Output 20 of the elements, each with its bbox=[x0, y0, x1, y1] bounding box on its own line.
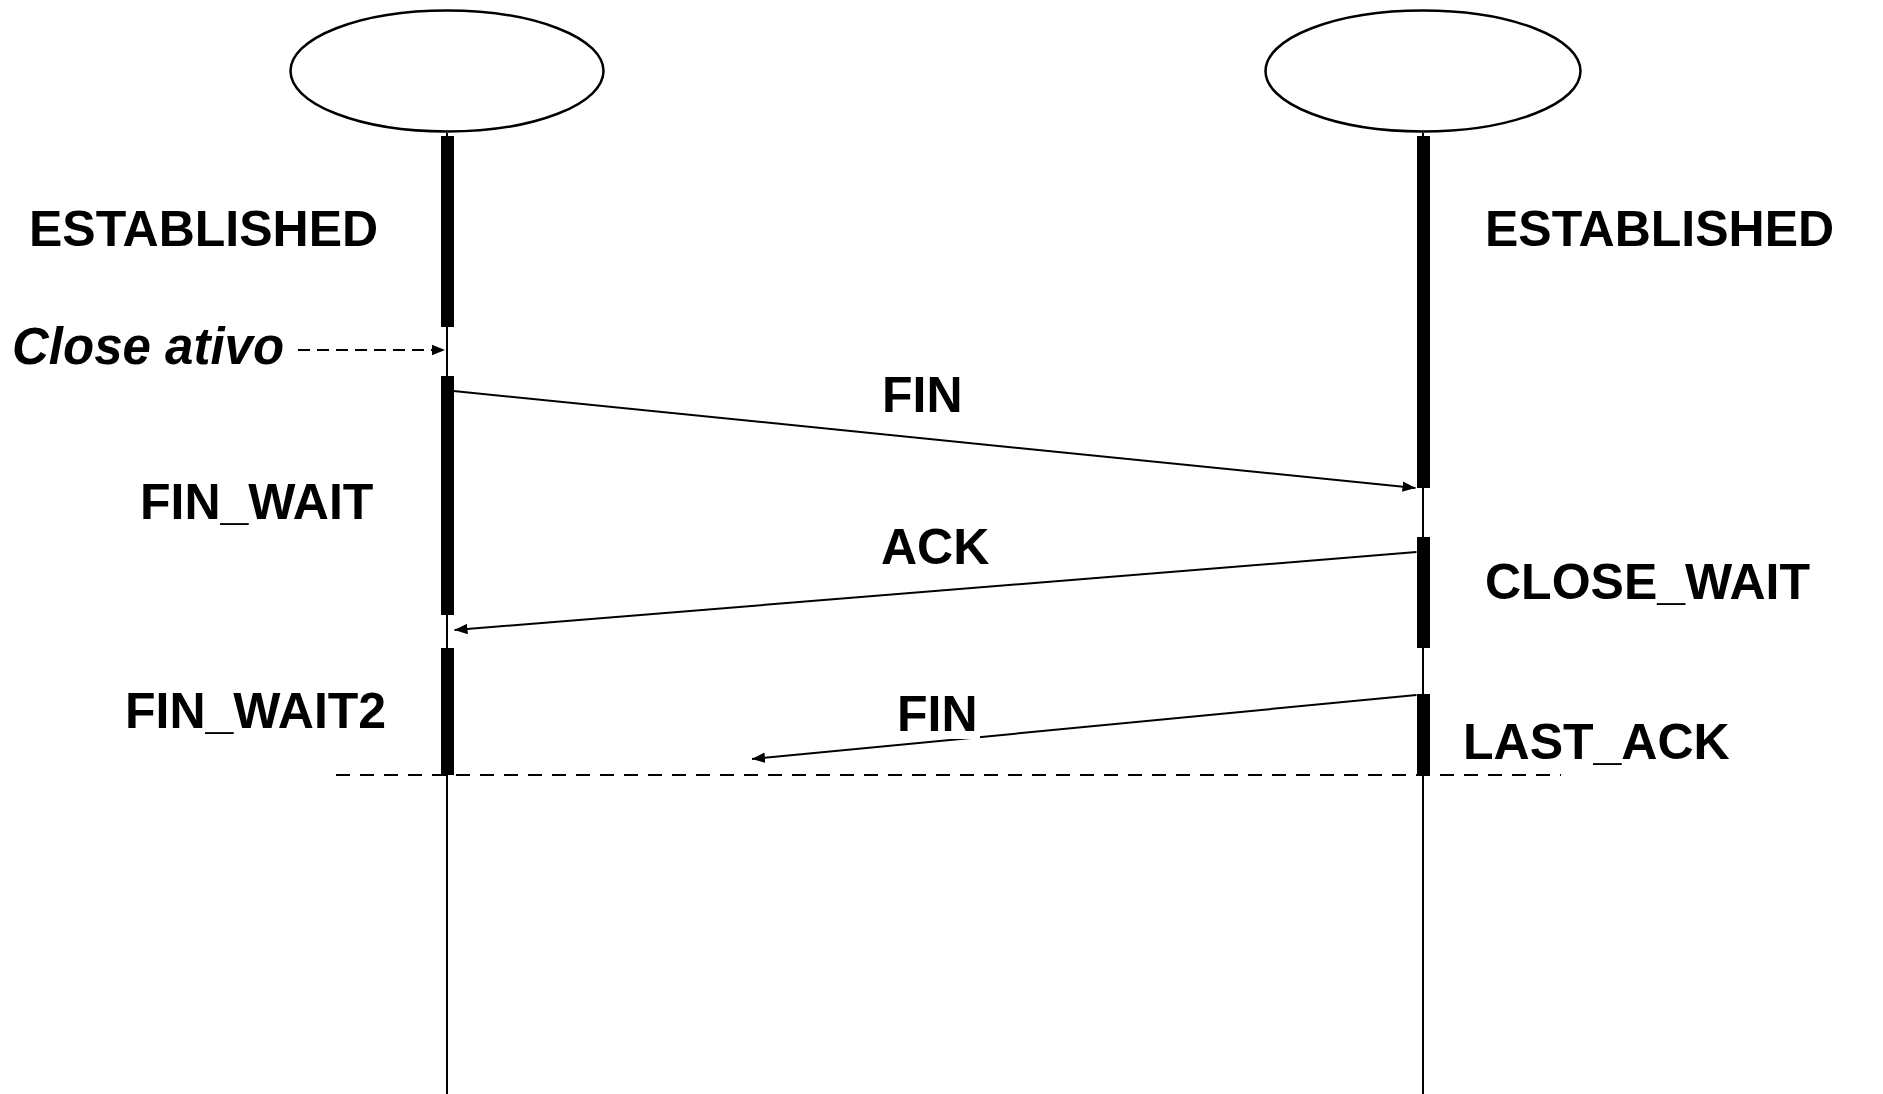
state-label: ESTABLISHED bbox=[1485, 204, 1835, 254]
activation-bar bbox=[1416, 537, 1430, 648]
lifeline-segment bbox=[446, 327, 448, 376]
state-label: FIN_WAIT2 bbox=[125, 686, 387, 736]
ellipse bbox=[1264, 9, 1582, 133]
state-label: LAST_ACK bbox=[1463, 717, 1730, 767]
state-label: FIN_WAIT bbox=[140, 477, 374, 527]
activation-bar bbox=[440, 376, 454, 615]
arrow bbox=[297, 344, 446, 356]
activation-bar bbox=[440, 136, 454, 327]
arrow bbox=[452, 390, 1417, 492]
activation-bar bbox=[440, 648, 454, 775]
arrow bbox=[751, 694, 1418, 763]
activation-bar bbox=[1416, 136, 1430, 488]
annotation-text: Close ativo bbox=[12, 318, 298, 376]
arrow bbox=[453, 551, 1418, 635]
activation-bar bbox=[1416, 694, 1430, 775]
ellipse bbox=[289, 9, 605, 133]
state-label: ESTABLISHED bbox=[29, 204, 379, 254]
state-label: CLOSE_WAIT bbox=[1485, 557, 1811, 607]
